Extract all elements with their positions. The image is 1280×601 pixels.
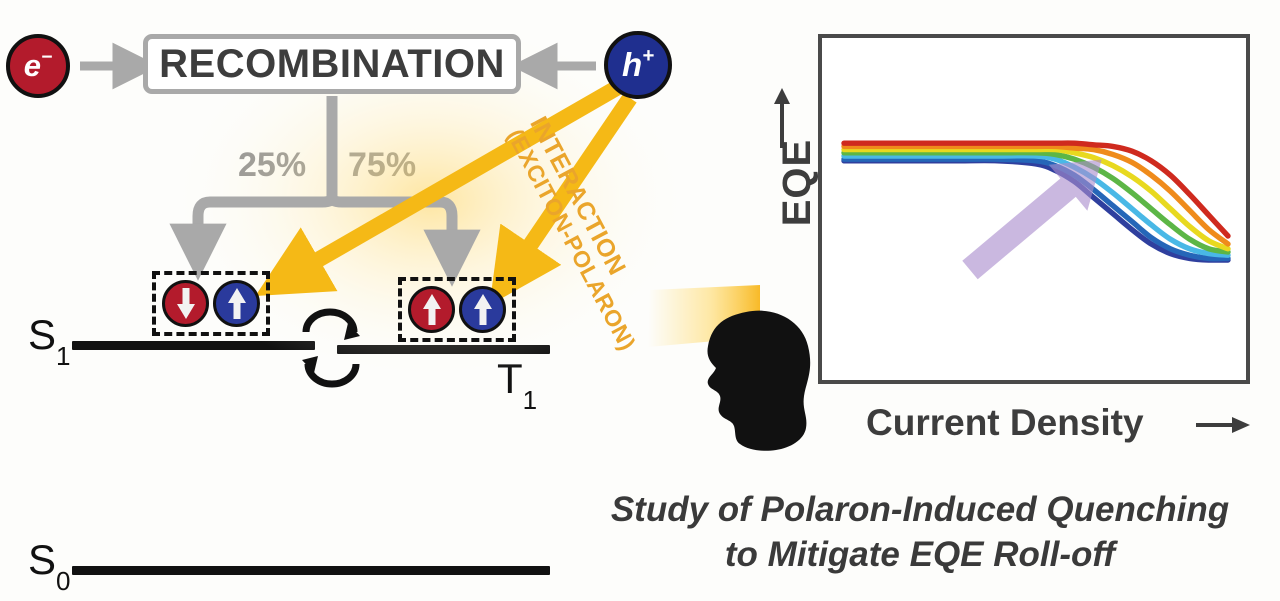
arrow-up-glyph — [473, 294, 492, 325]
recombination-label: RECOMBINATION — [159, 41, 505, 86]
energy-level-s0 — [72, 566, 550, 575]
electron-symbol: e — [23, 48, 42, 83]
s1-letter: S — [28, 311, 57, 358]
hole-badge: h+ — [604, 31, 672, 99]
rolloff-curve — [841, 140, 1231, 239]
rolloff-improvement-arrow — [962, 159, 1102, 280]
head-silhouette-icon — [707, 310, 811, 451]
hole-symbol: h — [621, 46, 643, 83]
s0-subscript: 0 — [56, 565, 71, 596]
eqe-axis-label: EQE — [775, 138, 820, 227]
triplet-spin-pair — [398, 277, 516, 342]
caption-line-2: to Mitigate EQE Roll-off — [724, 534, 1116, 574]
arrow-up-glyph — [422, 294, 441, 325]
eqe-axis-arrow-icon — [774, 88, 790, 148]
s0-letter: S — [28, 536, 57, 583]
energy-level-label-s1: S1 — [28, 311, 71, 371]
electron-badge: e− — [6, 34, 70, 98]
figure-caption: Study of Polaron-Induced Quenching to Mi… — [560, 488, 1280, 578]
rolloff-curve — [841, 146, 1231, 252]
spin-up-hole-icon — [459, 286, 506, 333]
current-density-axis-label: Current Density — [866, 402, 1144, 443]
arrow-down-glyph — [176, 288, 195, 319]
arrow-up-glyph — [227, 288, 246, 319]
s1-subscript: 1 — [56, 340, 71, 371]
caption-line-1: Study of Polaron-Induced Quenching — [610, 490, 1230, 529]
spin-down-electron-icon — [162, 280, 209, 327]
energy-level-label-s0: S0 — [28, 536, 71, 596]
spin-exchange-icon — [302, 308, 360, 388]
exciton-polaron-arrows — [255, 79, 637, 306]
eqe-rolloff-curves — [841, 140, 1231, 280]
recombination-box: RECOMBINATION — [143, 34, 521, 94]
recombination-flow-arrows — [80, 42, 596, 287]
energy-level-s1-left — [72, 341, 315, 350]
spin-up-electron-icon — [408, 286, 455, 333]
rolloff-curve — [841, 143, 1231, 247]
interaction-arrow-to-triplet — [489, 93, 637, 306]
current-density-axis-arrow-icon — [1196, 417, 1250, 433]
t1-subscript: 1 — [522, 384, 538, 415]
branch-75-arrow — [326, 192, 481, 287]
singlet-spin-pair — [152, 271, 270, 336]
interaction-arrow-to-singlet — [255, 79, 624, 296]
spin-up-hole-icon — [213, 280, 260, 327]
